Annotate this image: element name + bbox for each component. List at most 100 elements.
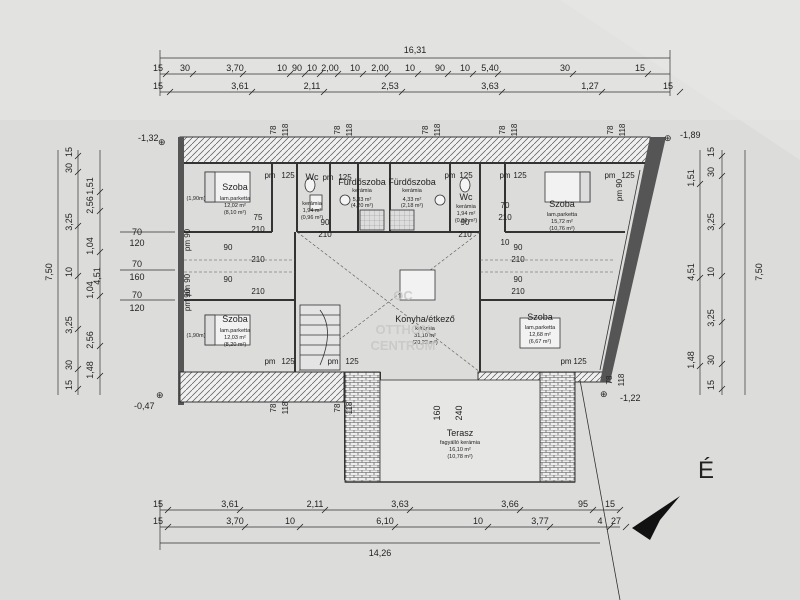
dimension-label: 2,56 [85,331,95,349]
room-floor: lam.parketta [547,212,578,218]
dimension-label: 78 [269,125,278,134]
dimension-tick [546,523,554,531]
dimension-label: 3,70 [226,63,244,73]
dimension-label: 2,56 [85,196,95,214]
dimension-label: pm 90 [183,228,192,251]
dimension-tick [398,88,406,96]
dimension-label: 210 [251,255,265,264]
right-total-dim: 7,50 [754,263,764,281]
dimension-tick [166,88,174,96]
dimension-tick [96,292,104,300]
dimension-tick [616,506,624,514]
dimension-tick [718,385,726,393]
room-area: 12,02 m² [224,203,246,209]
dimension-label: 210 [458,230,472,239]
dimension-label: 1,48 [85,361,95,379]
dimension-label: 30 [180,63,190,73]
dimension-label: 2,53 [381,81,399,91]
dimension-tick [414,70,422,78]
room-name: Szoba [222,182,248,192]
dimension-tick [74,385,82,393]
dimension-label: 125 [345,357,359,366]
room-area: 12,68 m² [529,332,551,338]
dimension-tick [74,222,82,230]
dimension-tick [236,506,244,514]
dimension-tick [241,523,249,531]
dimension-label: 90 [321,218,330,227]
dimension-tick [96,248,104,256]
dimension-label: 70 [132,227,142,237]
cross-marker-icon: ⊕ [156,390,164,400]
dimension-label: 78 [606,125,615,134]
room-area-2: (4,20 m²) [351,203,373,209]
dimension-tick [696,274,704,282]
dimension-label: 70 [132,259,142,269]
room-area-2: (10,76 m²) [549,226,575,232]
dimension-label: 78 [498,125,507,134]
dimension-label: 15 [605,499,615,509]
room-area-2: (0,96 m²) [455,218,477,224]
level-mark: -1,89 [680,130,701,140]
dimension-label: 15 [153,81,163,91]
room-area: 31,10 m² [414,333,436,339]
dimension-tick [589,506,597,514]
dimension-label: 90 [224,275,233,284]
dimension-label: 75 [254,213,263,222]
room-area: 4,33 m² [403,197,422,203]
dimension-label: 125 [573,357,587,366]
dimension-tick [301,70,309,78]
dimension-label: 10 [285,516,295,526]
left-dim-col-b: 1,512,561,041,042,561,48 [85,177,104,380]
dimension-tick [718,172,726,180]
dimension-label: 10 [277,63,287,73]
dimension-tick [406,506,414,514]
dimension-label: 125 [459,171,473,180]
room-area: 1,94 m² [303,208,322,214]
dimension-label: 118 [281,123,290,136]
room-height: (1,90m) [187,333,206,339]
dimension-label: pm 90 [183,288,192,311]
dimension-label: pm [322,173,333,182]
watermark: OC OTTHON CENTRUM [371,288,436,353]
staircase [299,304,341,371]
dimension-label: 120 [129,303,144,313]
dimension-label: 125 [513,171,527,180]
cross-marker-icon: ⊕ [664,133,672,143]
room-name: Szoba [549,199,575,209]
room-area: 15,72 m² [551,219,573,225]
dimension-tick [74,272,82,280]
room-name: Szoba [527,312,553,322]
room-area: 1,94 m² [457,211,476,217]
room-name: Terasz [447,428,474,438]
dimension-label: 118 [618,123,627,136]
dimension-label: 125 [621,171,635,180]
room-floor: kerámia [302,201,323,207]
room-area-2: (0,96 m²) [301,215,323,221]
bottom-total-dim: 14,26 [369,548,392,558]
dimension-tick [494,70,502,78]
dimension-label: 95 [578,499,588,509]
room-floor: kerámia [352,188,373,194]
room-area-2: (2,18 m²) [401,203,423,209]
dimension-label: pm [264,171,275,180]
dimension-tick [696,180,704,188]
dimension-label: 70 [501,201,510,210]
dimension-tick [718,222,726,230]
dimension-tick [74,365,82,373]
dimension-tick [96,188,104,196]
dimension-tick [162,70,170,78]
dimension-tick [444,70,452,78]
dimension-tick [320,88,328,96]
dimension-label: 125 [281,171,295,180]
dimension-tick [569,70,577,78]
dimension-label: 1,51 [686,169,696,187]
dimension-label: 210 [251,287,265,296]
dimension-label: 160 [129,272,144,282]
bottom-dimension-lines [159,500,620,550]
dimension-label: 3,66 [501,499,519,509]
dimension-label: 78 [605,375,614,384]
